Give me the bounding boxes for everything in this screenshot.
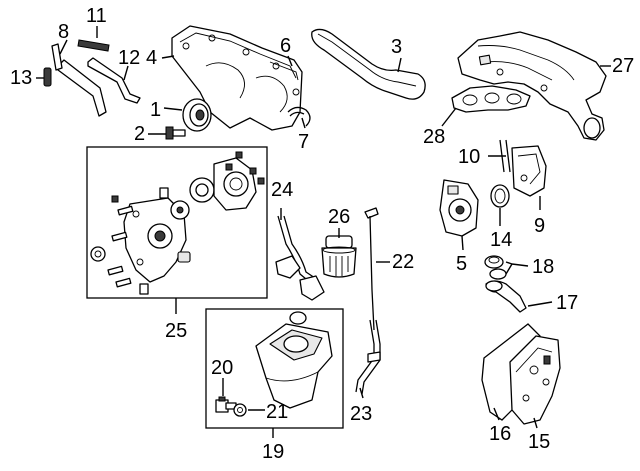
breather-hose-7[interactable] [287,106,311,127]
oil-pan-19[interactable] [255,311,333,409]
drain-plug-20[interactable] [215,396,237,413]
pulley-bolt-2[interactable] [165,126,186,140]
callout-21[interactable]: 21 [266,401,288,423]
valve-cover-15[interactable] [509,335,561,425]
drain-washer-21[interactable] [233,403,247,417]
callout-1[interactable]: 1 [150,99,161,121]
cover-gasket-6[interactable] [269,61,299,81]
filler-cap-18[interactable] [484,255,507,280]
oil-seal-14[interactable] [490,184,510,208]
intake-manifold-27[interactable] [457,31,607,141]
callout-20[interactable]: 20 [211,357,233,379]
belt-guide-12[interactable] [87,57,141,104]
callout-13[interactable]: 13 [10,67,32,89]
callout-16[interactable]: 16 [489,423,511,445]
callout-19[interactable]: 19 [262,441,284,463]
oil-pump-small-parts[interactable] [90,151,265,295]
callout-15[interactable]: 15 [528,431,550,453]
filler-tube-17[interactable] [485,280,527,313]
callout-8[interactable]: 8 [58,21,69,43]
callout-12[interactable]: 12 [118,47,140,69]
callout-25[interactable]: 25 [165,320,187,342]
callout-5[interactable]: 5 [456,253,467,275]
callout-9[interactable]: 9 [534,215,545,237]
callout-23[interactable]: 23 [350,403,372,425]
crank-pulley-1[interactable] [182,98,212,132]
oil-pickup-tube-24[interactable] [275,215,325,301]
timing-belt-3[interactable] [311,28,426,100]
callout-17[interactable]: 17 [556,292,578,314]
oil-pump-rotor[interactable] [170,177,215,220]
callout-22[interactable]: 22 [392,251,414,273]
callout-14[interactable]: 14 [490,229,512,251]
oil-pan-kit-box-19 [205,308,344,429]
callouts: 1 2 3 4 5 6 7 8 9 10 11 12 13 14 15 16 1… [10,5,634,463]
callout-28[interactable]: 28 [423,126,445,148]
callout-2[interactable]: 2 [134,123,145,145]
rear-cover-9[interactable] [511,145,547,197]
callout-18[interactable]: 18 [532,256,554,278]
cam-sprocket-plate-5[interactable] [439,179,479,237]
leader-lines [36,26,611,438]
callout-3[interactable]: 3 [391,36,402,58]
intake-gasket-28[interactable] [451,85,531,113]
callout-26[interactable]: 26 [328,206,350,228]
belt-tensioner-pad-13[interactable] [43,67,52,87]
oil-pump-kit-box-25 [86,146,268,299]
belt-guide-8[interactable] [51,43,107,117]
callout-11[interactable]: 11 [86,5,107,27]
timing-cover-4[interactable] [171,25,303,131]
callout-27[interactable]: 27 [612,55,634,77]
callout-24[interactable]: 24 [271,179,293,201]
callout-6[interactable]: 6 [280,35,291,57]
callout-10[interactable]: 10 [458,146,480,168]
dipstick-tube-23[interactable] [355,319,381,395]
callout-7[interactable]: 7 [298,131,309,153]
callout-4[interactable]: 4 [146,47,157,69]
belt-cover-seal-11[interactable] [77,39,110,52]
dipstick-22[interactable] [364,207,379,331]
oil-pump-cover[interactable] [213,157,257,211]
oil-pump-assembly[interactable] [123,197,191,283]
oil-filter-26[interactable] [321,235,357,278]
